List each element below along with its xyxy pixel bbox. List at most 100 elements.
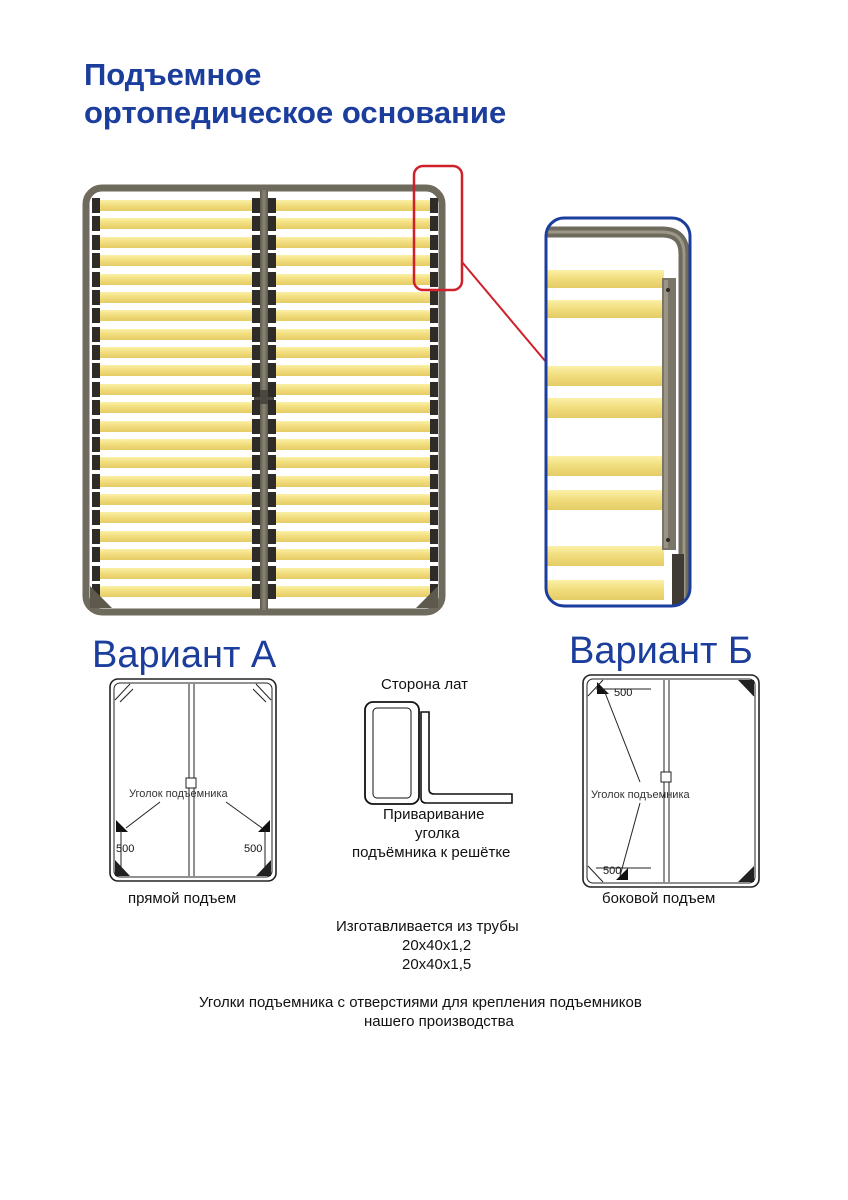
slat-holder <box>252 510 260 525</box>
slat <box>274 568 432 579</box>
slat-holder <box>252 290 260 305</box>
variant-a-heading: Вариант А <box>92 634 277 676</box>
slat-holder <box>92 253 100 268</box>
slat-holder <box>92 272 100 287</box>
slat-holder <box>252 529 260 544</box>
slat <box>274 476 432 487</box>
slat-holder <box>268 345 276 360</box>
outer-frame <box>82 184 446 616</box>
slat <box>98 274 254 285</box>
variant-b-corner-label: Уголок подъемника <box>591 789 690 801</box>
slats-right <box>268 198 438 599</box>
slat-holder <box>430 363 438 378</box>
slat-holder <box>268 327 276 342</box>
slat <box>274 402 432 413</box>
slat-holder <box>268 272 276 287</box>
title-line-2: ортопедическое основание <box>84 95 507 130</box>
slat <box>274 292 432 303</box>
slat <box>98 457 254 468</box>
slat-holder <box>252 400 260 415</box>
slat-holder <box>92 547 100 562</box>
slat <box>98 586 254 597</box>
slat-holder <box>430 400 438 415</box>
slat-holder <box>430 474 438 489</box>
slat-holder <box>92 308 100 323</box>
slat-holder <box>430 308 438 323</box>
slat-holder <box>92 235 100 250</box>
slat <box>98 402 254 413</box>
slat-holder <box>92 455 100 470</box>
detail-connector-line <box>461 261 547 363</box>
slat-holder <box>92 216 100 231</box>
slat-holder <box>252 327 260 342</box>
slat-holder <box>268 198 276 213</box>
variant-b-dim-top: 500 <box>614 687 633 699</box>
slat <box>274 310 432 321</box>
slats-left <box>92 198 260 599</box>
slat-holder <box>430 529 438 544</box>
slat-holder <box>252 235 260 250</box>
zoom-slat <box>546 490 664 510</box>
slat <box>98 531 254 542</box>
slat-holder <box>430 345 438 360</box>
slat <box>274 365 432 376</box>
slat-holder <box>92 419 100 434</box>
slat-holder <box>92 345 100 360</box>
profile-side-label: Сторона лат <box>381 676 468 693</box>
slat-holder <box>252 492 260 507</box>
slat-holder <box>92 529 100 544</box>
slat <box>274 421 432 432</box>
variant-a-dim-left: 500 <box>116 843 135 855</box>
slat-holder <box>92 290 100 305</box>
slat-holder <box>268 235 276 250</box>
slat-holder <box>268 308 276 323</box>
footer-line-2: нашего производства <box>364 1013 514 1030</box>
slat-holder <box>430 290 438 305</box>
slat <box>274 439 432 450</box>
slat-holder <box>430 327 438 342</box>
material-line-1: Изготавливается из трубы <box>336 918 519 935</box>
slat-holder <box>268 547 276 562</box>
slat <box>274 549 432 560</box>
variant-a-corner-label: Уголок подъемника <box>129 788 228 800</box>
slat <box>274 237 432 248</box>
slat-holder <box>430 547 438 562</box>
corner-bracket-br <box>416 586 438 608</box>
zoom-slat <box>546 270 664 288</box>
slat-holder <box>92 382 100 397</box>
slat <box>274 457 432 468</box>
slat-holder <box>268 492 276 507</box>
detail-highlight-box <box>412 164 464 292</box>
slat-holder <box>252 566 260 581</box>
title-line-1: Подъемное <box>84 57 262 92</box>
slat-holder <box>268 400 276 415</box>
slat <box>98 421 254 432</box>
slat-holder <box>430 253 438 268</box>
zoom-slat <box>546 300 664 318</box>
slat-holder <box>268 529 276 544</box>
footer-line-1: Уголки подъемника с отверстиями для креп… <box>199 994 642 1011</box>
slat-holder <box>268 584 276 599</box>
slat-holder <box>268 566 276 581</box>
slat-holder <box>252 363 260 378</box>
variant-a-dim-right: 500 <box>244 843 263 855</box>
slat-holder <box>252 455 260 470</box>
zoom-slat <box>546 456 664 476</box>
slat <box>274 274 432 285</box>
slat <box>274 384 432 395</box>
slat <box>98 476 254 487</box>
profile-weld-line-3: подъёмника к решётке <box>352 844 511 861</box>
slat <box>98 329 254 340</box>
variant-b-heading: Вариант Б <box>569 630 753 672</box>
slat-holder <box>268 419 276 434</box>
slat-holder <box>430 216 438 231</box>
slat <box>98 384 254 395</box>
variant-a-caption: прямой подъем <box>128 890 237 907</box>
slat-holder <box>268 474 276 489</box>
slat <box>274 586 432 597</box>
slat-holder <box>430 235 438 250</box>
slat <box>98 494 254 505</box>
slat-holder <box>252 308 260 323</box>
slat-holder <box>430 510 438 525</box>
slat <box>98 365 254 376</box>
